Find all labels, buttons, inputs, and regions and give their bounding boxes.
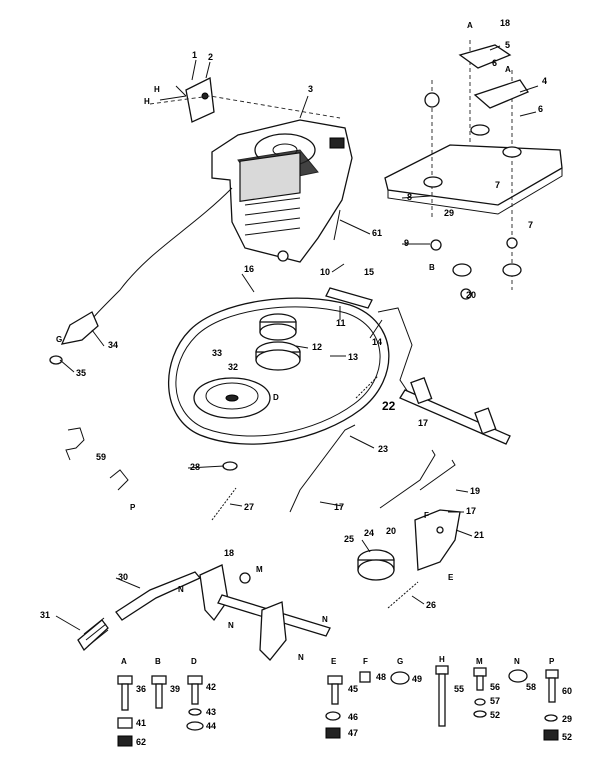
letter-P: P — [130, 503, 136, 512]
label-part-13: 13 — [348, 352, 358, 362]
hw-letter-F: F — [363, 657, 368, 666]
letter-H2: H — [144, 97, 150, 106]
letter-A: A — [467, 21, 473, 30]
label-part-61: 61 — [372, 228, 382, 238]
label-part-36: 36 — [136, 684, 146, 694]
label-part-7: 7 — [528, 220, 533, 230]
letter-M: M — [256, 565, 263, 574]
hw-letter-G: G — [397, 657, 403, 666]
label-part-6: 6 — [492, 58, 497, 68]
label-part-31: 31 — [40, 610, 50, 620]
label-part-29: 29 — [444, 208, 454, 218]
label-part-60: 60 — [562, 686, 572, 696]
label-part-32: 32 — [228, 362, 238, 372]
hw-letter-D: D — [191, 657, 197, 666]
label-part-49: 49 — [412, 674, 422, 684]
label-part-2: 2 — [208, 52, 213, 62]
hw-letter-H: H — [439, 655, 445, 664]
label-part-10: 10 — [320, 267, 330, 277]
label-part-23: 23 — [378, 444, 388, 454]
label-part-55: 55 — [454, 684, 464, 694]
label-part-11: 11 — [336, 318, 346, 328]
letter-F: F — [424, 511, 429, 520]
label-part-46: 46 — [348, 712, 358, 722]
label-part-28: 28 — [190, 462, 200, 472]
label-part-57: 57 — [490, 696, 500, 706]
label-part-6b: 6 — [538, 104, 543, 114]
label-part-5: 5 — [505, 40, 510, 50]
label-part-22: 22 — [382, 399, 396, 413]
label-part-17: 17 — [418, 418, 428, 428]
label-part-19: 19 — [470, 486, 480, 496]
label-part-18b: 18 — [224, 548, 234, 558]
label-part-4: 4 — [542, 76, 547, 86]
label-part-58: 58 — [526, 682, 536, 692]
letter-G: G — [56, 335, 62, 344]
label-part-59: 59 — [96, 452, 106, 462]
label-part-20: 20 — [466, 290, 476, 300]
label-part-39: 39 — [170, 684, 180, 694]
label-part-14: 14 — [372, 337, 382, 347]
label-part-30: 30 — [118, 572, 128, 582]
label-part-45: 45 — [348, 684, 358, 694]
label-part-20b: 20 — [386, 526, 396, 536]
hw-letter-P: P — [549, 657, 555, 666]
label-part-29b: 29 — [562, 714, 572, 724]
label-part-62: 62 — [136, 737, 146, 747]
label-part-17b: 17 — [334, 502, 344, 512]
label-part-21: 21 — [474, 530, 484, 540]
letter-B: B — [429, 263, 435, 272]
label-part-52b: 52 — [562, 732, 572, 742]
label-part-33: 33 — [212, 348, 222, 358]
label-part-48: 48 — [376, 672, 386, 682]
label-part-17c: 17 — [466, 506, 476, 516]
label-part-12: 12 — [312, 342, 322, 352]
transmission-pulley — [193, 377, 271, 419]
throttle-bracket — [159, 77, 215, 123]
letter-N: N — [178, 585, 184, 594]
letter-A2: A — [505, 65, 511, 74]
letter-D: D — [273, 393, 279, 402]
hw-letter-A: A — [121, 657, 127, 666]
engine-pulley — [255, 313, 301, 371]
label-part-52: 52 — [490, 710, 500, 720]
label-part-44: 44 — [206, 721, 216, 731]
label-part-16: 16 — [244, 264, 254, 274]
label-part-26: 26 — [426, 600, 436, 610]
letter-N4: N — [298, 653, 304, 662]
label-part-9: 9 — [404, 238, 409, 248]
label-part-42: 42 — [206, 682, 216, 692]
mount-plate — [384, 40, 563, 300]
label-part-56: 56 — [490, 682, 500, 692]
leader-lines — [55, 45, 539, 631]
hardware — [117, 665, 559, 747]
hw-letter-E: E — [331, 657, 337, 666]
label-part-35: 35 — [76, 368, 86, 378]
part-labels: 1 2 3 4 5 6 6 7 7 8 9 10 11 12 13 14 15 … — [40, 18, 572, 747]
letter-N3: N — [322, 615, 328, 624]
label-part-47: 47 — [348, 728, 358, 738]
label-part-41: 41 — [136, 718, 146, 728]
label-part-27: 27 — [244, 502, 254, 512]
label-part-34: 34 — [108, 340, 118, 350]
label-part-18: 18 — [500, 18, 510, 28]
letter-E: E — [448, 573, 454, 582]
label-part-24: 24 — [364, 528, 374, 538]
hw-letter-N: N — [514, 657, 520, 666]
label-part-25: 25 — [344, 534, 354, 544]
hw-letter-M: M — [476, 657, 483, 666]
label-part-3: 3 — [308, 84, 313, 94]
engine — [211, 119, 353, 263]
label-part-15: 15 — [364, 267, 374, 277]
label-part-43: 43 — [206, 707, 216, 717]
letter-labels: H H A A B D P E F G M N N N N A B D E F … — [56, 21, 555, 666]
label-part-1: 1 — [192, 50, 197, 60]
label-part-7b: 7 — [495, 180, 500, 190]
hw-letter-B: B — [155, 657, 161, 666]
letter-N2: N — [228, 621, 234, 630]
letter-H: H — [154, 85, 160, 94]
